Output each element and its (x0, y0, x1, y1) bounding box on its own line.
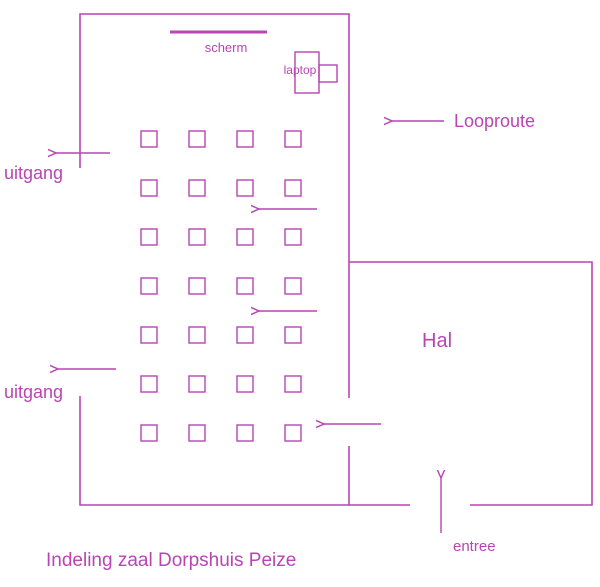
chair (140, 130, 158, 148)
chair (236, 277, 254, 295)
chair (284, 326, 302, 344)
chair (284, 130, 302, 148)
caption: Indeling zaal Dorpshuis Peize (46, 550, 296, 571)
wall-main-room (79, 13, 350, 506)
chair (236, 375, 254, 393)
chair (236, 179, 254, 197)
chair (188, 228, 206, 246)
chair (140, 179, 158, 197)
chair (284, 228, 302, 246)
chair (236, 326, 254, 344)
wall-hall (349, 261, 593, 506)
chair (140, 424, 158, 442)
chair (284, 375, 302, 393)
chair (188, 277, 206, 295)
chair (284, 179, 302, 197)
chair (284, 424, 302, 442)
chair (188, 326, 206, 344)
seating-grid (140, 130, 302, 442)
chair (188, 179, 206, 197)
exit-label-bottom: uitgang (4, 382, 63, 402)
screen-label: scherm (205, 40, 248, 55)
chair (140, 277, 158, 295)
hall-label: Hal (422, 330, 452, 352)
chair (140, 326, 158, 344)
chair (284, 277, 302, 295)
exit-label-top: uitgang (4, 163, 63, 183)
chair (140, 228, 158, 246)
laptop-label: laptop (284, 63, 317, 77)
chair (236, 424, 254, 442)
chair (236, 228, 254, 246)
chair (188, 424, 206, 442)
laptop-chair (318, 64, 338, 83)
entrance-label: entree (453, 538, 496, 555)
chair (140, 375, 158, 393)
chair (236, 130, 254, 148)
route-legend-label: Looproute (454, 111, 535, 131)
chair (188, 375, 206, 393)
chair (188, 130, 206, 148)
